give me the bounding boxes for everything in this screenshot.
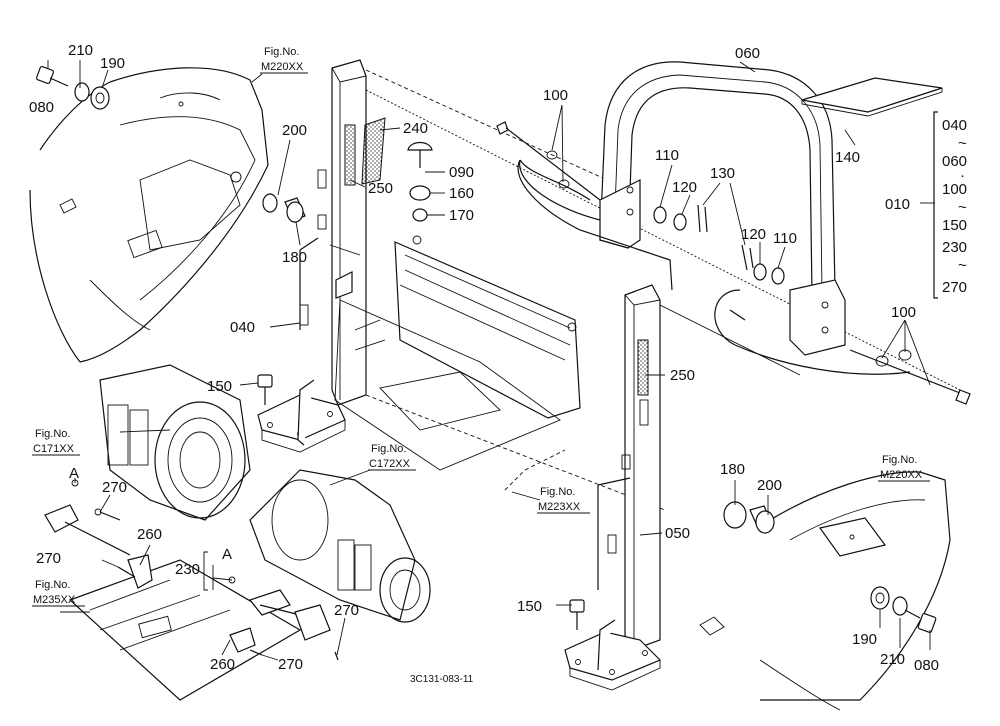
label-040: 040 <box>230 319 255 336</box>
figref-m223-line2: M223XX <box>538 501 581 513</box>
range-150: 150 <box>942 217 967 234</box>
label-250-left: 250 <box>368 180 393 197</box>
right-fender <box>699 471 951 711</box>
range-100: 100 <box>942 181 967 198</box>
label-270-a: 270 <box>102 479 127 496</box>
label-110-upper: 110 <box>655 147 679 164</box>
label-270-d: 270 <box>334 602 359 619</box>
label-270-b: 270 <box>36 550 61 567</box>
figref-m235: Fig.No. M235XX <box>32 579 85 607</box>
mark-a-right: A <box>222 546 232 563</box>
part-labels: 210 190 080 200 180 240 250 090 160 170 … <box>29 42 939 674</box>
label-120-lower: 120 <box>741 226 766 243</box>
label-120-upper: 120 <box>672 179 697 196</box>
figref-m220-bottom-line1: Fig.No. <box>882 454 917 466</box>
label-190-left: 190 <box>100 55 125 72</box>
label-240: 240 <box>403 120 428 137</box>
mark-a-left: A <box>69 465 79 482</box>
range-tilde-3: ~ <box>958 257 967 274</box>
label-110-lower: 110 <box>773 230 797 247</box>
fasteners <box>35 65 971 661</box>
label-260-a: 260 <box>137 526 162 543</box>
left-fender <box>29 67 269 363</box>
figref-m220-top: Fig.No. M220XX <box>260 46 308 74</box>
figref-m223: Fig.No. M223XX <box>537 486 590 514</box>
label-080-right: 080 <box>914 657 939 674</box>
label-050: 050 <box>665 525 690 542</box>
label-250-right: 250 <box>670 367 695 384</box>
range-tilde-2: ~ <box>958 199 967 216</box>
transmission-housing-left <box>99 364 251 521</box>
label-010: 010 <box>885 196 910 213</box>
range-230: 230 <box>942 239 967 256</box>
figref-m235-line2: M235XX <box>33 594 76 606</box>
label-100-left: 100 <box>543 87 568 104</box>
figref-c172-line2: C172XX <box>369 458 411 470</box>
range-270: 270 <box>942 279 967 296</box>
figref-c172: Fig.No. C172XX <box>368 443 416 471</box>
figref-m220-top-line1: Fig.No. <box>264 46 299 58</box>
label-060: 060 <box>735 45 760 62</box>
label-200-left: 200 <box>282 122 307 139</box>
label-130: 130 <box>710 165 735 182</box>
lower-frame <box>68 559 302 701</box>
figref-m220-bottom: Fig.No. M220XX <box>878 454 930 482</box>
range-040: 040 <box>942 117 967 134</box>
label-200-right: 200 <box>757 477 782 494</box>
figref-m220-bottom-line2: M220XX <box>880 469 923 481</box>
label-080-left: 080 <box>29 99 54 116</box>
label-150-right: 150 <box>517 598 542 615</box>
label-210-right: 210 <box>880 651 905 668</box>
label-270-c: 270 <box>278 656 303 673</box>
figref-c172-line1: Fig.No. <box>371 443 406 455</box>
bracket-230 <box>203 551 208 591</box>
range-tilde-1: ~ <box>958 135 967 152</box>
label-260-b: 260 <box>210 656 235 673</box>
label-190-right: 190 <box>852 631 877 648</box>
figref-c171: Fig.No. C171XX <box>32 428 80 456</box>
figref-c171-line1: Fig.No. <box>35 428 70 440</box>
figref-m223-line1: Fig.No. <box>540 486 575 498</box>
range-bracket: 040 ~ 060 · 100 ~ 150 230 ~ 270 <box>933 111 967 299</box>
figref-m220-top-line2: M220XX <box>261 61 304 73</box>
rops-pillar-right <box>564 284 662 691</box>
manual-140 <box>801 77 943 117</box>
label-180-left: 180 <box>282 249 307 266</box>
transmission-housing-right <box>249 469 431 623</box>
label-150-left: 150 <box>207 378 232 395</box>
figref-c171-line2: C171XX <box>33 443 75 455</box>
label-090: 090 <box>449 164 474 181</box>
label-230: 230 <box>175 561 200 578</box>
label-210-left: 210 <box>68 42 93 59</box>
label-160: 160 <box>449 185 474 202</box>
rops-pillar-left <box>257 59 367 453</box>
rops-top-frame <box>599 61 846 356</box>
figref-m235-line1: Fig.No. <box>35 579 70 591</box>
leader-lines <box>47 60 935 661</box>
label-170: 170 <box>449 207 474 224</box>
label-180-right: 180 <box>720 461 745 478</box>
figure-references: Fig.No. M220XX Fig.No. C171XX Fig.No. C1… <box>32 46 930 607</box>
range-060: 060 <box>942 153 967 170</box>
drawing-code: 3C131-083-11 <box>410 674 474 685</box>
step-plate <box>334 235 581 471</box>
label-100-right: 100 <box>891 304 916 321</box>
label-140: 140 <box>835 149 860 166</box>
range-dot-1: · <box>960 167 965 184</box>
